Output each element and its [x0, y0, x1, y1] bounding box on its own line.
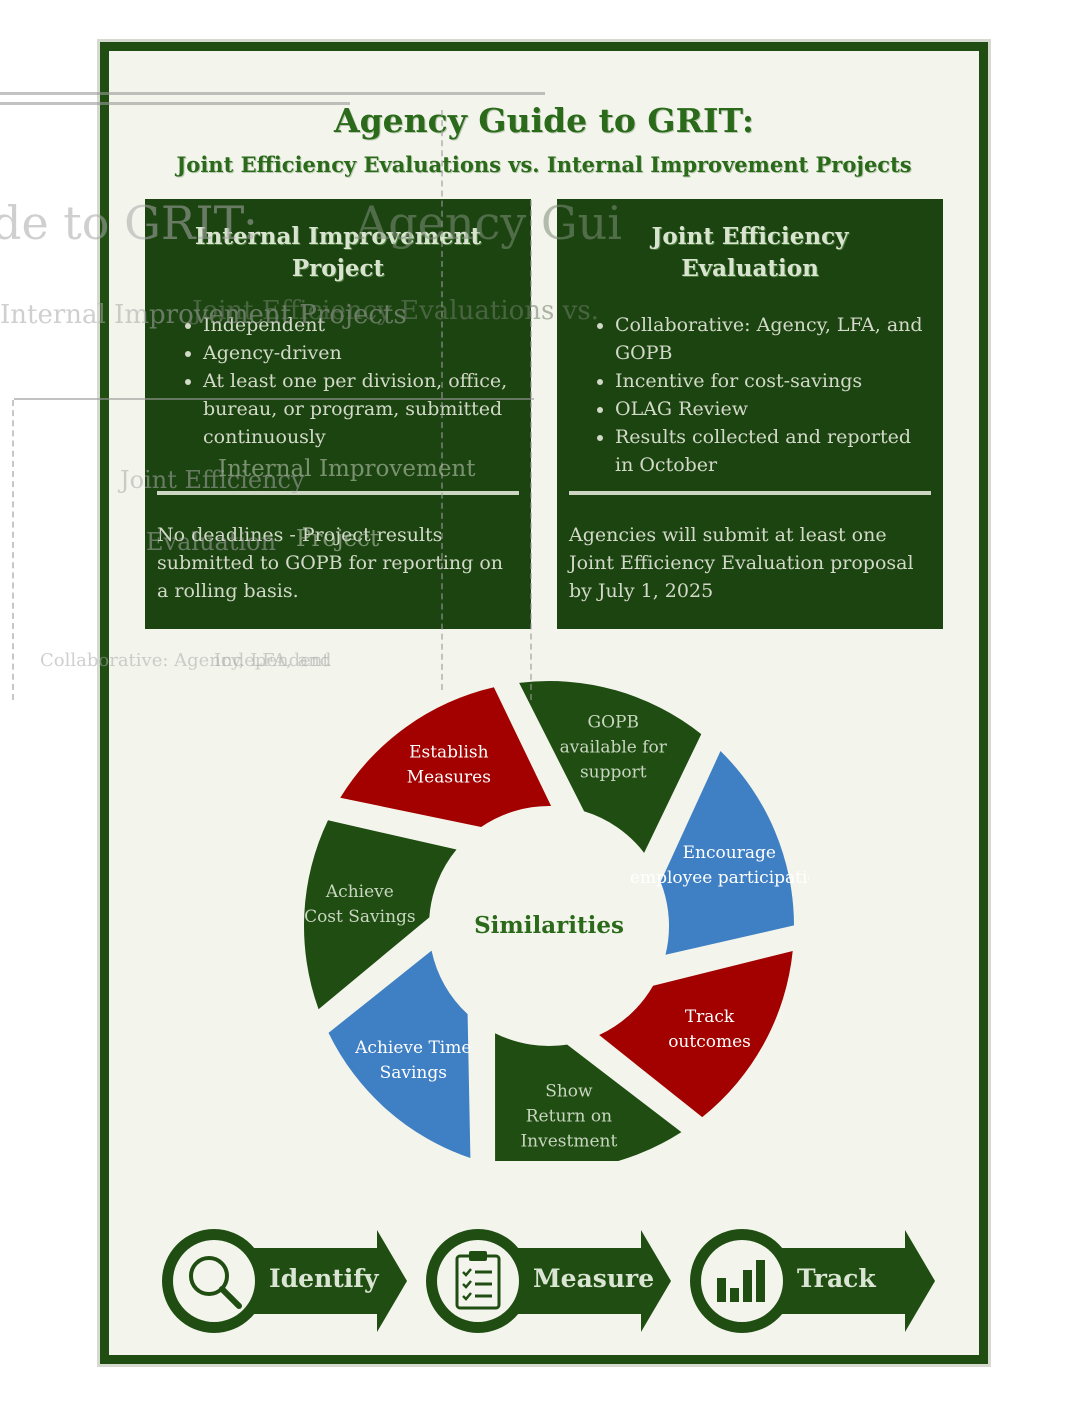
cycle-segment-label: Encourage [683, 843, 776, 863]
cycle-segment [495, 1033, 682, 1161]
cycle-segment-label: support [580, 763, 647, 783]
ghost-guide [530, 200, 532, 700]
cycle-segment-label: Show [545, 1081, 593, 1101]
cycle-segment-label: Savings [380, 1063, 447, 1083]
internal-note: No deadlines - Project results submitted… [157, 524, 504, 602]
joint-evaluation-panel: Joint Efficiency Evaluation Collaborativ… [557, 199, 943, 629]
cycle-center-label: Similarities [474, 912, 624, 939]
list-item: Collaborative: Agency, LFA, and GOPB [615, 311, 925, 367]
cycle-segment [599, 951, 793, 1118]
page-title: Agency Guide to GRIT: [333, 101, 755, 140]
cycle-segment-label: GOPB [588, 713, 639, 733]
step-label: Measure [533, 1264, 655, 1293]
step-label: Identify [269, 1264, 379, 1293]
cycle-segment-label: Achieve [325, 882, 394, 902]
cycle-segment [519, 681, 702, 853]
list-item: Results collected and reported in Octobe… [615, 423, 925, 479]
cycle-segment-label: Track [685, 1007, 735, 1027]
internal-heading: Internal Improvement Project [163, 221, 513, 285]
list-item: Incentive for cost-savings [615, 367, 925, 395]
internal-bullets: Independent Agency-driven At least one p… [163, 311, 513, 451]
cycle-segment-label: Achieve Time [354, 1038, 471, 1058]
list-item: Independent [203, 311, 513, 339]
joint-bullets: Collaborative: Agency, LFA, and GOPB Inc… [575, 311, 925, 479]
cycle-segment [304, 820, 457, 1010]
cycle-segment-label: available for [560, 738, 668, 758]
joint-heading-line2: Evaluation [681, 255, 819, 282]
cycle-segment [660, 751, 794, 955]
magnifier-icon [189, 1256, 242, 1309]
cycle-segment-label: Measures [407, 767, 491, 787]
cycle-segment-label: Investment [520, 1131, 617, 1151]
step-track: Track [687, 1226, 937, 1336]
ghost-guide [441, 110, 443, 690]
cycle-segment-label: Return on [526, 1106, 612, 1126]
joint-heading: Joint Efficiency Evaluation [575, 221, 925, 285]
divider [157, 491, 519, 495]
step-identify: Identify [159, 1226, 409, 1336]
list-item: At least one per division, office, burea… [203, 367, 513, 451]
ghost-rule [0, 92, 545, 95]
bar-chart-icon [717, 1260, 765, 1302]
cycle-segment-label: Cost Savings [304, 907, 416, 927]
cycle-segment [340, 687, 552, 828]
internal-project-panel: Internal Improvement Project Independent… [145, 199, 531, 629]
internal-heading-line2: Project [291, 255, 385, 282]
poster: Agency Guide to GRIT: Joint Efficiency E… [100, 42, 988, 1364]
ghost-rule [0, 102, 350, 105]
internal-heading-line1: Internal Improvement [194, 223, 482, 250]
ghost-guide [12, 400, 14, 700]
cycle-segment [328, 950, 471, 1159]
ghost-rule [14, 398, 534, 400]
list-item: OLAG Review [615, 395, 925, 423]
divider [569, 491, 931, 495]
joint-heading-line1: Joint Efficiency [651, 223, 849, 250]
cycle-segment-label: outcomes [668, 1032, 751, 1052]
list-item: Agency-driven [203, 339, 513, 367]
cycle-segment-label: employee participation [630, 868, 809, 888]
step-measure: Measure [423, 1226, 673, 1336]
clipboard-checklist-icon [455, 1251, 501, 1310]
page-subtitle: Joint Efficiency Evaluations vs. Interna… [176, 152, 912, 177]
step-label: Track [797, 1264, 876, 1293]
joint-note: Agencies will submit at least one Joint … [569, 524, 914, 602]
cycle-segment-label: Establish [409, 742, 489, 762]
